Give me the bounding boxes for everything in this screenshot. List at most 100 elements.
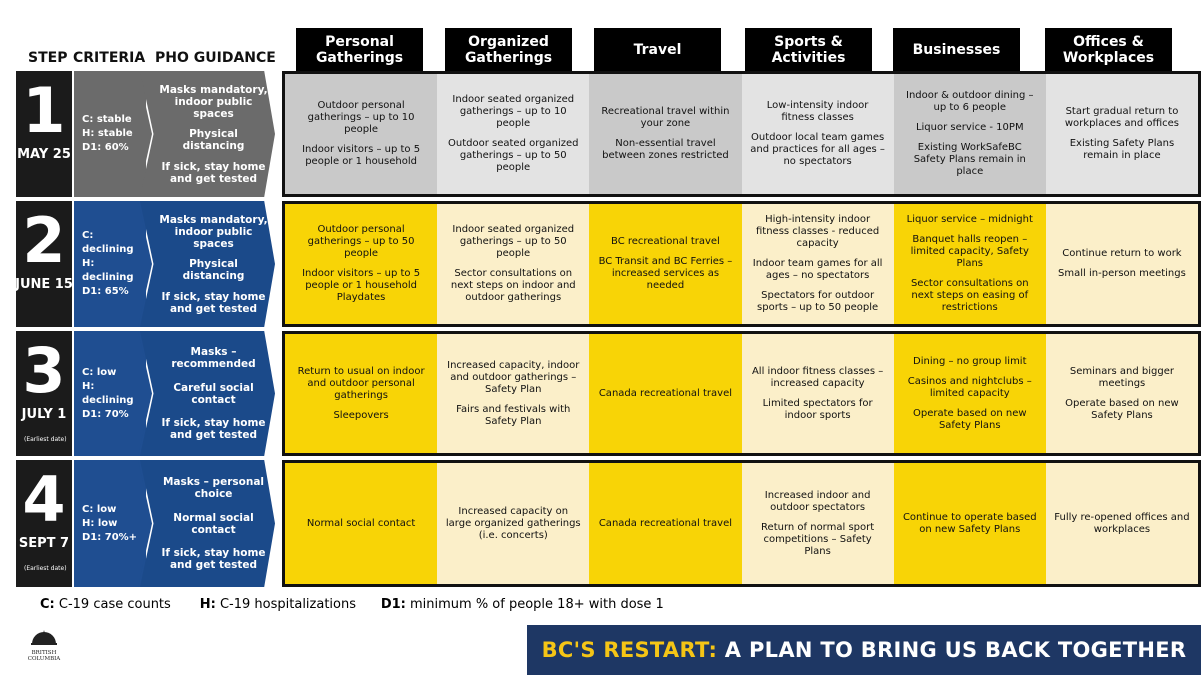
restriction-text: BC recreational travel [611, 236, 720, 247]
restriction-cell: Canada recreational travel [589, 463, 742, 584]
restriction-cell: Indoor seated organized gatherings – up … [437, 74, 590, 194]
restriction-text: Indoor visitors – up to 5 people or 1 ho… [302, 268, 421, 303]
restriction-text: Indoor seated organized gatherings – up … [452, 94, 575, 129]
pho-guidance-item: If sick, stay home and get tested [161, 160, 266, 185]
banner-accent-text: BC'S RESTART: [541, 638, 718, 662]
pho-guidance-item: Masks – personal choice [162, 475, 265, 500]
restriction-text: Increased indoor and outdoor spectators [764, 489, 871, 513]
restriction-text: Limited spectators for indoor sports [762, 397, 873, 421]
criteria-header: CRITERIA [73, 50, 146, 66]
step-header: STEP [28, 50, 68, 66]
restriction-text: Start gradual return to workplaces and o… [1064, 106, 1180, 129]
restriction-text: Sleepovers [333, 409, 389, 421]
step-earliest-date-note: (Earliest date) [24, 565, 67, 572]
step-date: SEPT 7 [18, 536, 70, 551]
restriction-text: Dining – no group limit [913, 355, 1027, 367]
step-earliest-date-note: (Earliest date) [24, 436, 67, 443]
restriction-text: Increased capacity, indoor and outdoor g… [447, 359, 580, 395]
restriction-text: All indoor fitness classes – increased c… [751, 365, 884, 389]
restart-banner: BC'S RESTART: A PLAN TO BRING US BACK TO… [527, 625, 1201, 675]
pho-guidance-item: If sick, stay home and get tested [161, 290, 266, 315]
step-date: JULY 1 [21, 407, 67, 422]
category-header: Personal Gatherings [296, 28, 423, 71]
criteria-item: D1: 70% [82, 408, 129, 420]
restriction-text: Spectators for outdoor sports – up to 50… [757, 290, 879, 313]
restriction-cell: Indoor seated organized gatherings – up … [437, 204, 590, 324]
restriction-cell: Increased capacity on large organized ga… [437, 463, 590, 584]
restriction-cell: Outdoor personal gatherings – up to 10 p… [285, 74, 438, 194]
category-header: Sports & Activities [745, 28, 872, 71]
logo-text-line1: BRITISH [31, 650, 57, 656]
criteria-item: H: declining [82, 258, 134, 283]
restriction-text: Outdoor personal gatherings – up to 50 p… [307, 224, 415, 259]
criteria-item: C: low [82, 366, 117, 378]
legend-key-h: H: [199, 597, 216, 612]
criteria-item: C: low [82, 503, 117, 515]
criteria-item: C: declining [82, 230, 134, 255]
restriction-text: Indoor team games for all ages – no spec… [752, 258, 883, 281]
restriction-text: Outdoor personal gatherings – up to 10 p… [307, 100, 415, 135]
restriction-cell: High-intensity indoor fitness classes - … [741, 204, 894, 324]
restriction-cell: All indoor fitness classes – increased c… [741, 334, 894, 453]
restriction-text: Outdoor seated organized gatherings – up… [448, 138, 579, 173]
restriction-text: Canada recreational travel [598, 517, 733, 529]
restriction-cell: Canada recreational travel [589, 334, 742, 453]
legend-text-c: C-19 case counts [58, 597, 171, 612]
restriction-text: Existing WorkSafeBC Safety Plans remain … [913, 142, 1026, 177]
category-header: Offices & Workplaces [1045, 28, 1172, 71]
restriction-cell: Indoor & outdoor dining – up to 6 people… [893, 74, 1046, 194]
criteria-item: H: stable [82, 128, 133, 139]
criteria-item: C: stable [82, 114, 132, 125]
pho-guidance-item: Physical distancing [182, 128, 245, 152]
restriction-text: Return to usual on indoor and outdoor pe… [297, 365, 425, 401]
restriction-text: Recreational travel within your zone [601, 106, 730, 129]
step-number: 1 [22, 74, 66, 147]
restriction-text: Liquor service – midnight [906, 214, 1033, 225]
pho-guidance-item: Physical distancing [182, 258, 245, 282]
restriction-text: Existing Safety Plans remain in place [1069, 138, 1175, 161]
restriction-text: Fairs and festivals with Safety Plan [456, 403, 571, 427]
restriction-text: Liquor service - 10PM [915, 122, 1024, 133]
criteria-item: D1: 70%+ [82, 531, 138, 543]
step-number: 2 [22, 204, 66, 277]
pho-guidance-item: If sick, stay home and get tested [161, 547, 266, 572]
restriction-cell: Increased capacity, indoor and outdoor g… [437, 334, 590, 453]
restriction-text: Low-intensity indoor fitness classes [766, 100, 869, 123]
restriction-text: Indoor visitors – up to 5 people or 1 ho… [302, 144, 421, 167]
restriction-cell: Fully re-opened offices and workplaces [1045, 463, 1199, 584]
restriction-text: Sector consultations on next steps on in… [450, 268, 576, 303]
restriction-cell: Return to usual on indoor and outdoor pe… [285, 334, 438, 453]
step-number: 4 [22, 463, 66, 536]
pho-guidance-item: Masks mandatory, indoor public spaces [159, 83, 268, 120]
category-header: Organized Gatherings [445, 28, 572, 71]
restriction-cell: Continue to operate based on new Safety … [893, 463, 1046, 584]
category-header: Travel [594, 28, 721, 71]
legend-text-h: C-19 hospitalizations [219, 597, 357, 612]
step-date: MAY 25 [17, 147, 71, 162]
step-restrictions-grid: Outdoor personal gatherings – up to 50 p… [282, 201, 1201, 327]
logo-text-line2: COLUMBIA [27, 656, 61, 662]
criteria-item: H: low [82, 517, 118, 529]
restriction-text: Sector consultations on next steps on ea… [910, 278, 1029, 313]
restriction-text: Continue return to work [1062, 248, 1182, 259]
legend-text-d1: minimum % of people 18+ with dose 1 [410, 597, 664, 612]
restriction-text: High-intensity indoor fitness classes - … [756, 214, 880, 249]
pho-guidance-item: Normal social contact [173, 511, 254, 536]
legend-key-d1: D1: [380, 597, 406, 612]
restriction-text: Canada recreational travel [598, 387, 733, 399]
criteria-item: D1: 65% [82, 286, 129, 297]
